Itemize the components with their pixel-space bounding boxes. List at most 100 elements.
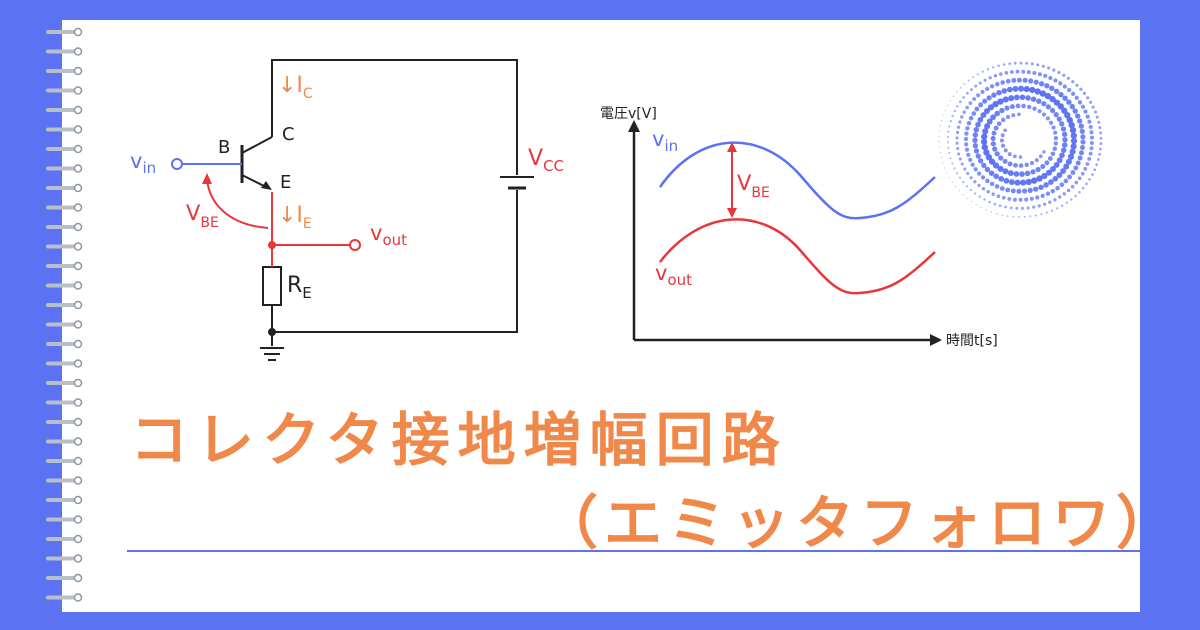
plot-vin-label: vin [652, 127, 678, 155]
re-label: RE [287, 273, 312, 302]
sphere-dot [955, 130, 960, 135]
sphere-dot [1025, 178, 1032, 186]
sphere-dot [1077, 155, 1083, 161]
sphere-dot [1011, 113, 1016, 118]
sphere-dot [960, 115, 964, 119]
sphere-dot [1067, 153, 1075, 160]
sphere-dot [1062, 192, 1067, 196]
sphere-dot [1053, 88, 1060, 94]
plot-vout-label: vout [655, 261, 692, 289]
sphere-dot [1003, 128, 1007, 133]
sphere-dot [1087, 119, 1092, 124]
sphere-dot [993, 125, 999, 131]
sphere-dot [993, 202, 997, 206]
sphere-dot [959, 100, 962, 103]
sphere-dot [1085, 114, 1090, 119]
sphere-dot [1091, 173, 1094, 176]
sphere-dot [947, 135, 950, 139]
sphere-dot [1079, 144, 1086, 151]
sphere-dot [1040, 164, 1046, 169]
sphere-dot [1034, 214, 1037, 217]
sphere-dot [1060, 147, 1067, 154]
sphere-dot [938, 135, 940, 137]
dotted-sphere-decoration [938, 61, 1103, 218]
sphere-dot [1091, 105, 1095, 109]
sphere-dot [1009, 104, 1015, 110]
sphere-dot [1070, 170, 1076, 175]
sphere-dot [951, 162, 954, 165]
sphere-dot [1050, 209, 1054, 212]
sphere-dot [985, 86, 990, 92]
sphere-dot [942, 114, 944, 116]
sphere-dot [1066, 116, 1073, 124]
sphere-dot [995, 212, 998, 215]
sphere-dot [1032, 106, 1037, 111]
sphere-dot [972, 132, 979, 138]
sphere-dot [991, 130, 997, 136]
sphere-dot [957, 152, 961, 156]
sphere-dot [980, 138, 988, 146]
sphere-dot [947, 146, 950, 149]
sphere-dot [1044, 160, 1050, 166]
sphere-dot [986, 118, 993, 125]
sphere-dot [974, 84, 978, 88]
sphere-dot [1070, 137, 1078, 145]
sphere-dot [948, 125, 951, 128]
sphere-dot [1005, 187, 1011, 193]
sphere-dot [1034, 158, 1039, 163]
sphere-dot [1003, 148, 1008, 153]
sphere-dot [990, 141, 996, 147]
sphere-dot [994, 151, 1000, 157]
sphere-dot [1024, 162, 1029, 167]
sphere-dot [1055, 185, 1060, 191]
sphere-dot [1098, 152, 1101, 156]
sphere-dot [988, 76, 992, 80]
sphere-dot [963, 83, 966, 85]
sphere-dot [1082, 91, 1086, 95]
sphere-dot [1067, 174, 1072, 180]
sphere-dot [994, 184, 1000, 189]
sphere-dot [953, 109, 956, 113]
sphere-dot [1038, 184, 1044, 191]
emitter-arrowhead [261, 181, 272, 190]
sphere-dot [984, 123, 991, 130]
sphere-dot [975, 153, 981, 159]
sphere-dot [1060, 168, 1067, 174]
sphere-dot [992, 100, 999, 108]
base-label: B [218, 137, 230, 158]
vin-waveform [658, 141, 936, 220]
sphere-dot [1053, 130, 1058, 135]
ie-label: ↓IE [278, 203, 312, 232]
sphere-dot [1041, 172, 1048, 179]
sphere-dot [962, 181, 965, 184]
sphere-dot [967, 79, 970, 82]
sphere-dot [1062, 84, 1067, 89]
sphere-dot [991, 192, 995, 196]
sphere-dot [1027, 187, 1033, 194]
sphere-dot [953, 167, 956, 170]
sphere-dot [1001, 88, 1008, 94]
title-underline [127, 550, 1140, 552]
sphere-dot [983, 149, 990, 156]
sphere-dot [1070, 132, 1077, 139]
sphere-dot [982, 128, 989, 135]
sphere-dot [1080, 139, 1086, 145]
sphere-dot [1085, 182, 1088, 186]
sphere-dot [988, 200, 991, 204]
vbe-arrowhead [202, 173, 212, 184]
sphere-dot [1053, 78, 1058, 83]
sphere-dot [1052, 175, 1059, 182]
sphere-dot [1077, 100, 1083, 105]
sphere-dot [1001, 214, 1004, 216]
sphere-dot [1006, 215, 1009, 217]
sphere-dot [1077, 118, 1083, 124]
sphere-dot [1000, 143, 1006, 148]
sphere-dot [1099, 142, 1103, 146]
sphere-dot [1053, 198, 1057, 202]
sphere-dot [1088, 151, 1093, 156]
sphere-dot [1077, 176, 1082, 181]
sphere-dot [1025, 61, 1029, 65]
sphere-dot [1065, 201, 1068, 204]
sphere-dot [986, 189, 990, 194]
sphere-dot [1052, 146, 1058, 151]
